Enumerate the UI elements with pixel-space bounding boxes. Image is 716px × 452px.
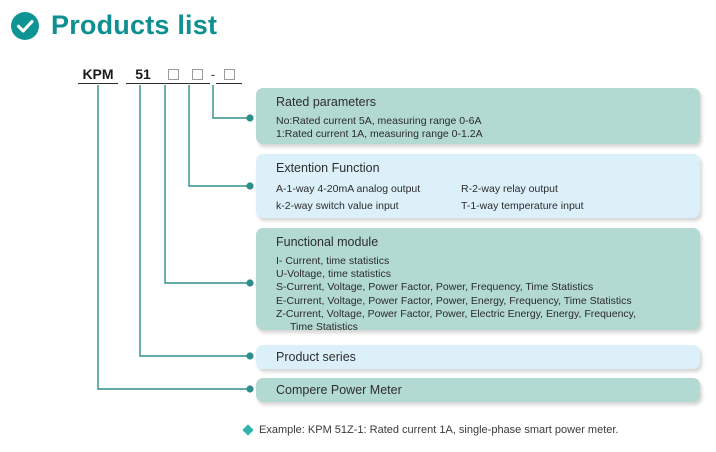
leader-dot-series	[246, 352, 254, 360]
leader-module	[164, 85, 248, 284]
info-box-functional-module: Functional module I- Current, time stati…	[256, 228, 700, 333]
leader-dot-rated	[246, 114, 254, 122]
code-segment-series-label: 51	[135, 66, 151, 82]
info-box-rated-parameters: Rated parameters No:Rated current 5A, me…	[256, 88, 700, 144]
extention-function-column-left: A-1-way 4-20mA analog output k-2-way swi…	[276, 181, 461, 215]
rated-parameters-heading: Rated parameters	[276, 95, 377, 109]
code-segment-brand: KPM	[78, 66, 118, 84]
extention-function-item: R-2-way relay output	[461, 183, 558, 195]
functional-module-item: S-Current, Voltage, Power Factor, Power,…	[276, 281, 594, 294]
extention-function-item: T-1-way temperature input	[461, 200, 584, 212]
extention-function-item: k-2-way switch value input	[276, 200, 399, 212]
code-segment-series: 51	[126, 66, 160, 84]
code-segment-module-box	[160, 66, 186, 82]
info-box-compere-power-meter: Compere Power Meter	[256, 378, 700, 402]
rated-parameters-line: 1:Rated current 1A, measuring range 0-1.…	[276, 128, 483, 141]
example-note: Example: KPM 51Z-1: Rated current 1A, si…	[242, 424, 619, 436]
product-series-label: Product series	[276, 350, 356, 364]
leader-brand	[97, 85, 248, 390]
leader-dot-module	[246, 279, 254, 287]
leader-rated	[212, 85, 248, 119]
leader-dot-extension	[246, 182, 254, 190]
functional-module-item: I- Current, time statistics	[276, 255, 390, 267]
check-circle-icon	[11, 11, 39, 40]
code-segment-extension	[184, 66, 210, 84]
diamond-icon	[242, 424, 254, 436]
code-segment-extension-box	[184, 66, 210, 82]
code-segment-module	[160, 66, 186, 84]
functional-module-item: U-Voltage, time statistics	[276, 268, 391, 281]
functional-module-item: E-Current, Voltage, Power Factor, Power,…	[276, 294, 632, 307]
functional-module-item-wrap: Time Statistics	[290, 321, 358, 334]
leader-dot-brand	[246, 385, 254, 393]
example-note-text: Example: KPM 51Z-1: Rated current 1A, si…	[259, 424, 619, 436]
functional-module-heading: Functional module	[276, 235, 379, 249]
code-rule-rated	[216, 83, 242, 84]
code-rule-series	[126, 83, 160, 84]
code-rule-extension	[184, 83, 210, 84]
info-box-extention-function: Extention Function A-1-way 4-20mA analog…	[256, 154, 700, 218]
extention-function-columns: A-1-way 4-20mA analog output k-2-way swi…	[276, 181, 700, 215]
page-title: Products list	[51, 10, 218, 40]
leader-extension	[188, 85, 248, 187]
code-rule-brand	[78, 83, 118, 84]
extention-function-column-right: R-2-way relay output T-1-way temperature…	[461, 181, 700, 215]
info-box-product-series: Product series	[256, 345, 700, 369]
page-header: Products list	[10, 10, 217, 41]
code-segment-brand-label: KPM	[82, 66, 114, 82]
compere-power-meter-label: Compere Power Meter	[276, 383, 402, 397]
functional-module-item: Z-Current, Voltage, Power Factor, Power,…	[276, 307, 637, 320]
code-rule-module	[160, 83, 186, 84]
extention-function-heading: Extention Function	[276, 161, 380, 175]
code-segment-rated-box	[216, 66, 242, 82]
rated-parameters-line: No:Rated current 5A, measuring range 0-6…	[276, 115, 482, 127]
code-separator: -	[210, 66, 216, 82]
code-segment-rated	[216, 66, 242, 84]
extention-function-item: A-1-way 4-20mA analog output	[276, 183, 421, 195]
leader-series	[139, 85, 248, 357]
